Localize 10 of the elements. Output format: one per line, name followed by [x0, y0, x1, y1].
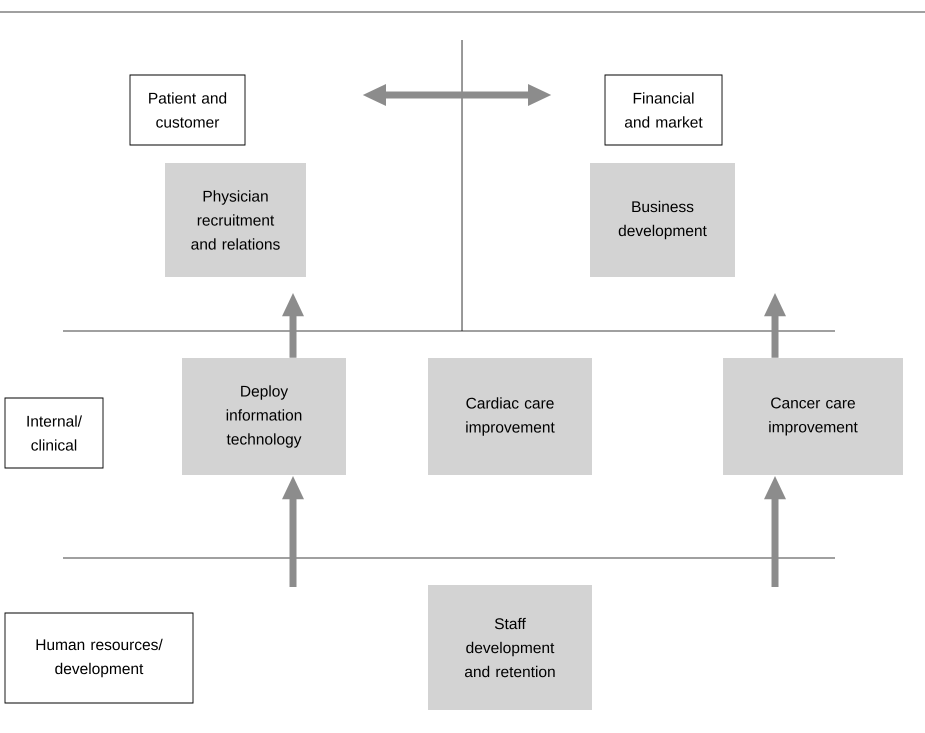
category-box: Patient and customer	[130, 74, 246, 146]
objective-box: Cancer care improvement	[723, 358, 904, 475]
objective-box: Business development	[590, 163, 735, 277]
objective-box: Physician recruitment and relations	[165, 163, 306, 277]
objective-box: Cardiac care improvement	[428, 358, 592, 475]
category-box: Financial and market	[604, 74, 722, 146]
objective-box: Deploy information technology	[182, 358, 346, 475]
category-box: Internal/ clinical	[4, 398, 104, 468]
objective-box: Staff development and retention	[428, 585, 592, 710]
category-box: Human resources/ development	[4, 612, 194, 704]
